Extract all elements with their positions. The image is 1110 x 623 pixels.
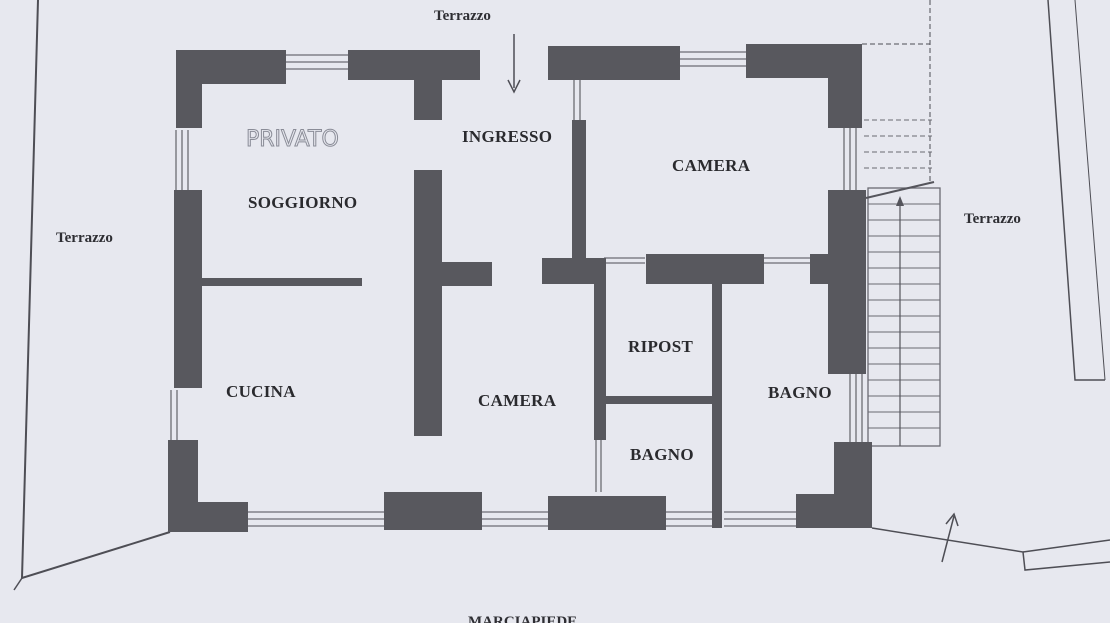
property-lines: [13, 0, 1110, 591]
room-label-cucina: CUCINA: [226, 382, 296, 401]
room-label-soggiorno: SOGGIORNO: [248, 193, 357, 212]
window-right-camera: [843, 128, 857, 190]
window-top-camera: [680, 51, 748, 67]
window-left-cucina: [170, 390, 178, 440]
window-bottom-bagno-right: [724, 511, 796, 527]
room-label-bagno-small: BAGNO: [630, 445, 694, 464]
room-label-ripost: RIPOST: [628, 337, 693, 356]
window-top-camera-inner: [604, 257, 810, 264]
entry-arrows: [507, 34, 959, 563]
room-label-camera-middle: CAMERA: [478, 391, 557, 410]
outside-label-terrazzo-right: Terrazzo: [964, 211, 1021, 227]
room-label-bagno-right: BAGNO: [768, 383, 832, 402]
entry-arrow-icon: [507, 79, 521, 94]
access-arrow-icon: [945, 512, 959, 527]
window-left-soggiorno: [175, 130, 189, 192]
window-bottom-cucina: [246, 511, 386, 527]
windows: [170, 51, 863, 527]
door-bagno-small: [595, 440, 602, 492]
outside-label-terrazzo-left: Terrazzo: [56, 230, 113, 246]
outside-label-terrazzo-top: Terrazzo: [434, 8, 491, 24]
walls: [168, 44, 872, 532]
door-ingresso-camera: [573, 80, 581, 120]
window-bottom-bagno: [666, 511, 718, 527]
handwritten-note: PRIVATO: [246, 127, 339, 152]
room-label-camera-top: CAMERA: [672, 156, 751, 175]
outside-label-marciapiede: MARCIAPIEDE: [468, 614, 577, 623]
window-top-soggiorno: [285, 54, 350, 70]
window-bottom-camera: [482, 511, 550, 527]
stair-arrow-icon: [896, 196, 904, 206]
window-right-bagno: [849, 374, 863, 442]
external-stair: [864, 119, 941, 447]
room-label-ingresso: INGRESSO: [462, 127, 552, 146]
